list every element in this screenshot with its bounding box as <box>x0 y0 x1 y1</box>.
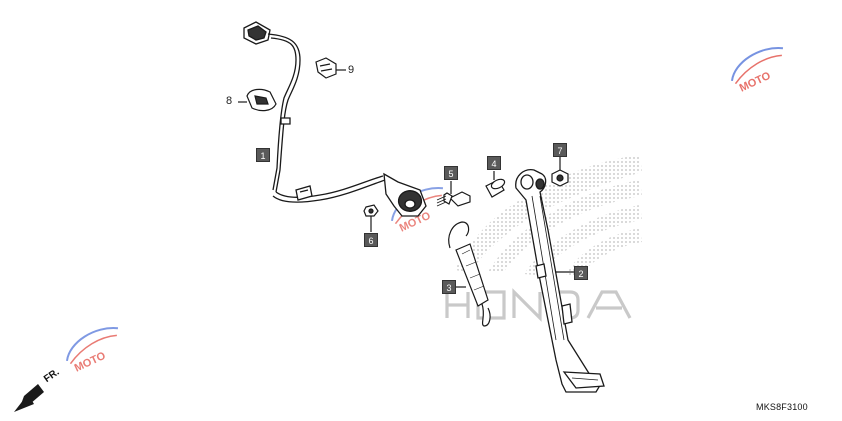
callout-part-1: 1 <box>256 148 270 162</box>
part-3-spring <box>448 221 491 327</box>
callout-part-5: 5 <box>444 166 458 180</box>
callout-part-2: 2 <box>574 266 588 280</box>
part-5-bolt <box>436 181 471 207</box>
callout-part-8: 8 <box>226 95 233 107</box>
part-9-clip <box>315 57 346 79</box>
svg-text:MOTO: MOTO <box>738 70 773 95</box>
moto-logo-icon: MOTO <box>730 47 784 95</box>
front-direction-arrow-icon <box>14 384 44 412</box>
callout-part-9: 9 <box>348 64 355 76</box>
part-4-collar <box>485 171 506 198</box>
part-8-clamp <box>238 88 277 112</box>
callout-part-4: 4 <box>487 156 501 170</box>
part-7-nut <box>551 157 569 187</box>
part-2-side-stand <box>515 169 605 393</box>
svg-text:MOTO: MOTO <box>73 350 108 375</box>
callout-part-3: 3 <box>442 280 456 294</box>
part-1-switch-lead <box>243 21 427 217</box>
callout-part-6: 6 <box>364 233 378 247</box>
moto-logo-icon: MOTO <box>65 327 119 375</box>
callout-part-7: 7 <box>553 143 567 157</box>
part-6-nut <box>363 204 379 232</box>
diagram-code: MKS8F3100 <box>756 402 808 412</box>
